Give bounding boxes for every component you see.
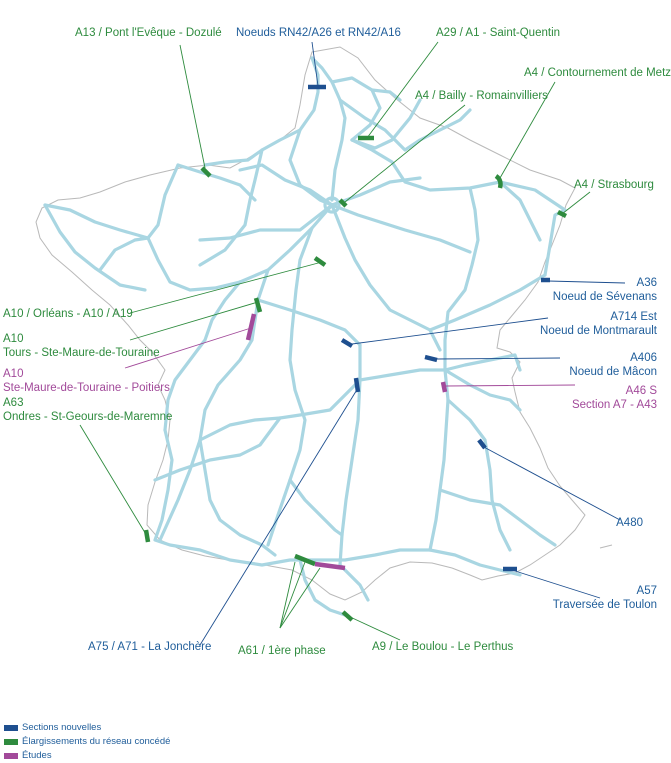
- legend-swatch-studies: [4, 753, 18, 759]
- callout-a36-line2: Noeud de Sévenans: [552, 291, 657, 303]
- section-a13: [200, 166, 212, 178]
- callout-a4-strasbourg: A4 / Strasbourg: [574, 179, 654, 191]
- legend-label: Sections nouvelles: [22, 722, 102, 733]
- callout-rn42: Noeuds RN42/A26 et RN42/A16: [236, 27, 401, 39]
- callout-a46s-line1: A46 S: [625, 385, 657, 397]
- callout-a406-line1: A406: [630, 352, 657, 364]
- section-a406: [424, 354, 438, 363]
- section-a9: [341, 610, 354, 622]
- callout-a61: A61 / 1ère phase: [238, 645, 326, 657]
- callout-a714-line1: A714 Est: [610, 311, 657, 323]
- callout-a714-line2: Noeud de Montmarault: [540, 325, 657, 337]
- section-a75: [353, 377, 361, 393]
- callout-a10-poitiers-line2: Ste-Maure-de-Touraine - Poitiers: [3, 382, 170, 394]
- callout-a9: A9 / Le Boulou - Le Perthus: [372, 641, 514, 653]
- callout-a75: A75 / A71 - La Jonchère: [88, 641, 212, 653]
- highlighted-sections: [143, 84, 568, 622]
- callout-a57-line1: A57: [636, 585, 657, 597]
- callout-a29: A29 / A1 - Saint-Quentin: [436, 27, 561, 39]
- section-a4-bailly: [338, 198, 348, 208]
- callout-a63-line1: A63: [3, 397, 24, 409]
- callout-a10-tours-line1: A10: [3, 333, 24, 345]
- section-a10-poitiers: [245, 313, 257, 341]
- section-a10-tours: [253, 297, 263, 313]
- callout-a480: A480: [616, 517, 643, 529]
- callout-a63-line2: Ondres - St-Geours-de-Maremne: [3, 411, 173, 423]
- callout-a406-line2: Noeud de Mâcon: [569, 366, 657, 378]
- corsica-hint: [599, 544, 613, 549]
- callout-a46s-line2: Section A7 - A43: [571, 399, 657, 411]
- legend-label: Études: [22, 750, 52, 761]
- legend-swatch-widening: [4, 739, 18, 745]
- callout-a13: A13 / Pont l'Evêque - Dozulé: [75, 27, 222, 39]
- callout-a4-bailly: A4 / Bailly - Romainvilliers: [415, 90, 548, 102]
- leader-lines: [79, 41, 626, 646]
- callout-a4-metz: A4 / Contournement de Metz: [524, 67, 671, 79]
- legend-label: Élargissements du réseau concédé: [22, 736, 171, 747]
- section-a714: [340, 338, 354, 348]
- section-a4-metz: [494, 174, 503, 189]
- section-a46s: [440, 381, 448, 393]
- france-outline: [35, 46, 586, 601]
- legend-swatch-new-sections: [4, 725, 18, 731]
- motorway-network: [43, 56, 567, 617]
- callout-a10-tours-line2: Tours - Ste-Maure-de-Touraine: [3, 347, 160, 359]
- section-a10-orleans: [313, 256, 327, 267]
- section-a61-green: [294, 553, 316, 567]
- section-a61-purple: [314, 561, 346, 571]
- callout-a36-line1: A36: [636, 277, 657, 289]
- callout-a10-orleans: A10 / Orléans - A10 / A19: [3, 308, 133, 320]
- callout-a10-poitiers-line1: A10: [3, 368, 24, 380]
- callout-a57-line2: Traversée de Toulon: [552, 599, 657, 611]
